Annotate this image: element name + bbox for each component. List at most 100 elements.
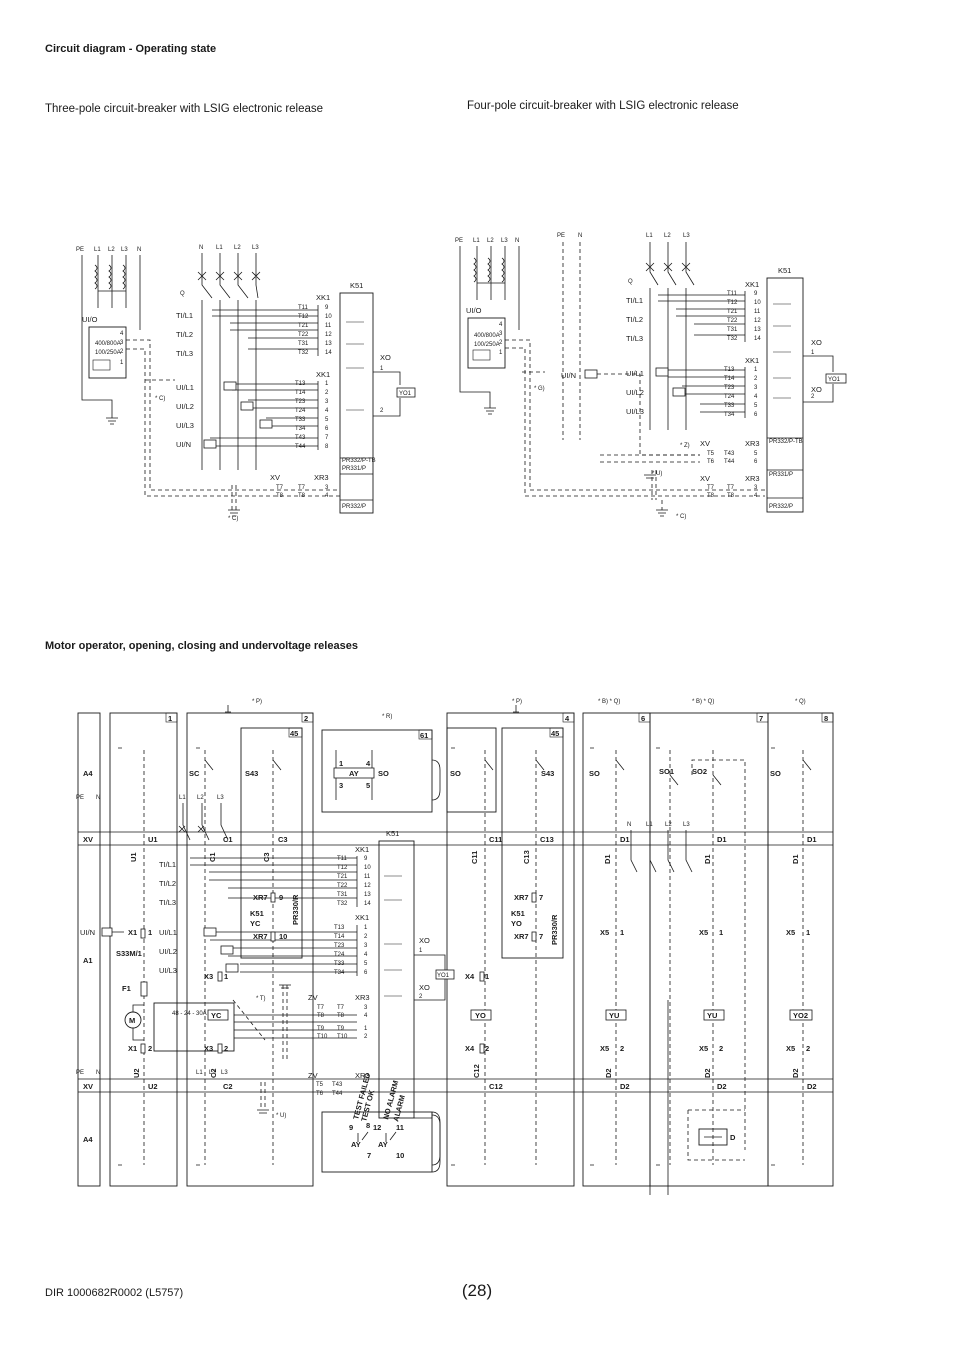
svg-text:11: 11 [396,1123,404,1132]
tp-rating-2: 100/250A [95,350,121,356]
mo-box45-b: 45 [551,729,559,738]
mo-row-a1: A1 [83,956,93,965]
tp-xv-t7: T7 [276,485,284,491]
svg-text:11: 11 [754,309,761,315]
fp-supply-l3: L3 [501,238,508,244]
page-number: (28) [461,1281,493,1300]
svg-text:T5: T5 [316,1082,324,1088]
svg-text:D2: D2 [717,1082,727,1091]
svg-text:14: 14 [364,901,371,907]
mo-xr7-pin-10: 10 [279,932,287,941]
mo-ui-l3: UI/L3 [159,966,177,975]
mo-section-6: 6 [641,714,645,723]
fp-ui-l1: UI/L1 [626,369,644,378]
svg-text:11: 11 [364,874,371,880]
svg-text:C12: C12 [489,1082,503,1091]
mo-k51-yc-1: K51 [250,909,264,918]
mo-n-top: N [96,795,100,801]
tp-xo: XO [380,353,391,362]
svg-text:12: 12 [373,1123,381,1132]
svg-text:T6: T6 [316,1091,324,1097]
svg-text:14: 14 [325,350,332,356]
mo-nl-l3: L3 [683,822,690,828]
mo-xr7-pin-7: 7 [539,893,543,902]
svg-text:T14: T14 [724,376,735,382]
svg-text:4: 4 [364,952,368,958]
tp-uio: UI/O [82,315,98,324]
svg-text:T12: T12 [727,300,738,306]
tp-ti-l2: TI/L2 [176,330,193,339]
tp-k51: K51 [350,281,363,290]
fp-ti-l1: TI/L1 [626,296,643,305]
mo-x5-c-pin-1: 1 [806,928,810,937]
mo-section-4: 4 [565,714,570,723]
mo-note-bq1: * B) * Q) [598,699,620,705]
mo-section-7: 7 [759,714,763,723]
mo-xr7-b: XR7 [253,932,268,941]
mo-yo1: YO1 [437,973,450,979]
mo-terms-bot: T13 T14 T23 T24 T33 T34 1 2 3 4 5 6 [334,925,368,976]
fp-xo-2b: XO [811,385,822,394]
svg-text:T11: T11 [727,291,738,297]
mo-col-labels-top: U1 C1 C3 C11 C13 D1 D1 D1 [129,850,800,864]
tp-supply-pe: PE [76,247,84,253]
mo-ui-l2: UI/L2 [159,947,177,956]
svg-text:T7: T7 [337,1005,345,1011]
svg-text:6: 6 [325,426,329,432]
mo-ay-bot-a: AY [351,1140,361,1149]
svg-text:T13: T13 [724,367,735,373]
mo-so-b: SO [589,769,600,778]
fp-pe: PE [557,233,565,239]
footer-code: DIR 1000682R0002 (L5757) [45,1287,184,1299]
svg-text:13: 13 [754,327,761,333]
mo-k51-yc-2: YC [250,919,261,928]
svg-text:10: 10 [325,314,332,320]
mo-note-t: * T) [256,996,266,1002]
tp-note-c1: * C) [155,396,165,402]
fp-ui-pin-1: 1 [499,350,503,356]
mo-section-2: 2 [304,714,308,723]
tp-ui-n: UI/N [176,440,191,449]
svg-text:8: 8 [366,1121,370,1130]
fp-supply-n: N [515,238,519,244]
svg-text:T14: T14 [334,934,345,940]
tp-rating-1: 400/800A [95,341,121,347]
svg-text:5: 5 [325,417,329,423]
svg-text:C1: C1 [208,852,217,862]
mo-ay-bot-pins: 9 8 12 11 7 10 [349,1121,404,1160]
svg-text:3: 3 [754,385,758,391]
mo-note-r: * R) [382,714,392,720]
svg-text:13: 13 [325,341,332,347]
svg-text:11: 11 [325,323,332,329]
mo-ti-l1: TI/L1 [159,860,176,869]
mo-xr7-d: XR7 [514,932,529,941]
mo-ay-top: AY [349,769,359,778]
mo-xk1-bot: XK1 [355,913,369,922]
mo-so1: SO1 [659,767,674,776]
fp-ti-l3: TI/L3 [626,334,643,343]
svg-text:T13: T13 [334,925,345,931]
svg-text:T33: T33 [295,417,306,423]
svg-text:T23: T23 [334,943,345,949]
mo-box45-a: 45 [290,729,298,738]
mo-x1-top: X1 [128,928,137,937]
svg-text:T22: T22 [727,318,738,324]
tp-terms-top: T11 T12 T21 T22 T31 T32 9 10 11 12 13 14 [298,305,332,356]
fp-main-l2: L2 [664,233,671,239]
mo-ay-pin-5: 5 [366,781,370,790]
svg-text:7: 7 [367,1151,371,1160]
tp-ui-pin-2: 2 [120,349,124,355]
tp-xo-1: 1 [380,366,384,372]
mo-x5-a-pin-2: 2 [620,1044,624,1053]
svg-text:6: 6 [364,970,368,976]
fp-xr3-6: 6 [754,459,758,465]
svg-text:2: 2 [754,376,758,382]
tp-relay-tb: PR332/P-TB [342,458,376,464]
svg-text:12: 12 [754,318,761,324]
mo-section-1: 1 [168,714,172,723]
svg-text:9: 9 [325,305,329,311]
mo-pr330-a: PR330/R [291,894,300,925]
svg-text:T7: T7 [317,1005,325,1011]
mo-x5-c-pin-2: 2 [806,1044,810,1053]
fp-rating-2: 100/250A [474,342,500,348]
